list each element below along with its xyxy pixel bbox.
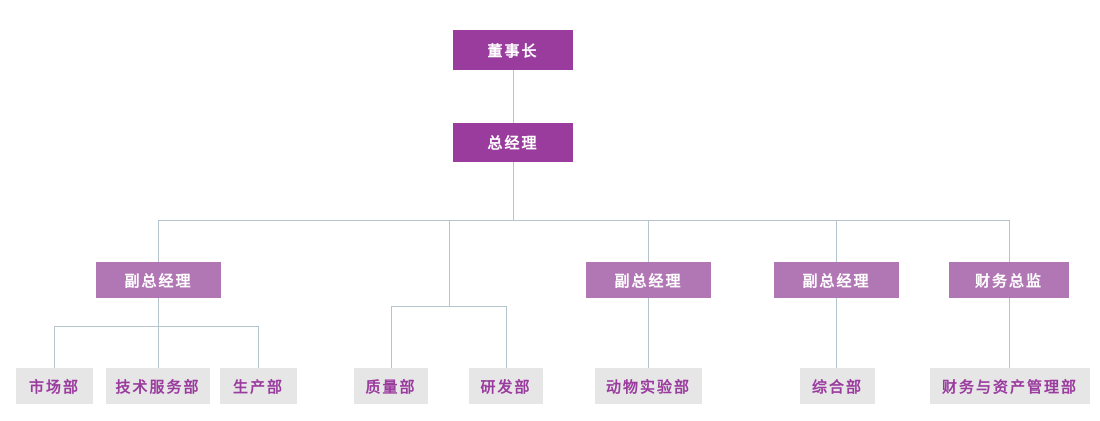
connector-chairman-gm	[513, 70, 514, 123]
connector-cfo-finance-asset	[1009, 298, 1010, 368]
connector-vp1-hline	[54, 326, 258, 327]
node-vp-3: 副总经理	[774, 262, 899, 298]
connector-drop-marketing	[54, 326, 55, 368]
node-animal-lab-dept: 动物实验部	[595, 368, 702, 404]
connector-drop-production	[258, 326, 259, 368]
connector-drop-rnd	[506, 306, 507, 368]
node-general-manager: 总经理	[453, 123, 573, 162]
node-general-affairs-dept: 综合部	[800, 368, 875, 404]
connector-mid-branch	[449, 220, 450, 306]
connector-drop-cfo	[1009, 220, 1010, 262]
node-rnd-dept: 研发部	[469, 368, 543, 404]
connector-main-hline	[158, 220, 1009, 221]
node-production-dept: 生产部	[220, 368, 297, 404]
connector-mid-hline	[391, 306, 506, 307]
connector-vp2-animal-lab	[648, 298, 649, 368]
node-vp-1: 副总经理	[96, 262, 221, 298]
node-finance-asset-dept: 财务与资产管理部	[930, 368, 1090, 404]
connector-drop-vp3	[836, 220, 837, 262]
connector-drop-quality	[391, 306, 392, 368]
connector-vp1-stem	[158, 298, 159, 326]
connector-drop-vp2	[648, 220, 649, 262]
connector-vp3-general-affairs	[836, 298, 837, 368]
connector-drop-tech-service	[158, 326, 159, 368]
connector-gm-trunk	[513, 162, 514, 220]
node-quality-dept: 质量部	[354, 368, 428, 404]
connector-drop-vp1	[158, 220, 159, 262]
node-vp-2: 副总经理	[586, 262, 711, 298]
node-chairman: 董事长	[453, 30, 573, 70]
node-marketing-dept: 市场部	[16, 368, 93, 404]
node-cfo: 财务总监	[949, 262, 1069, 298]
node-tech-service-dept: 技术服务部	[106, 368, 210, 404]
